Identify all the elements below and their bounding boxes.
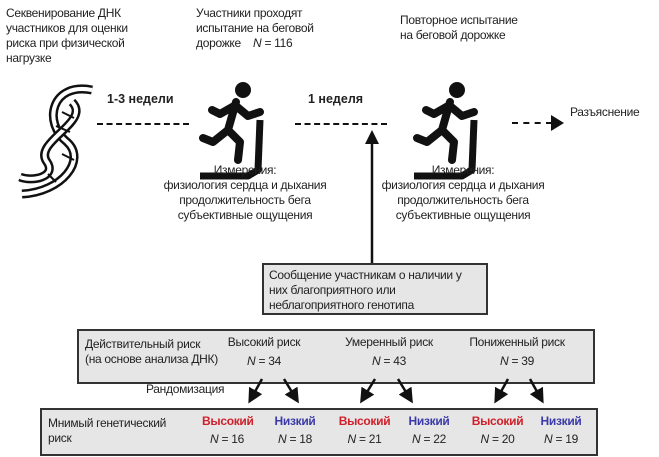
n-label: N <box>500 354 509 368</box>
arrow-up-icon <box>365 130 379 265</box>
text-line: нагрузке <box>6 51 52 65</box>
text-line: Действительный риск <box>85 337 201 351</box>
randomization-label: Рандомизация <box>146 382 225 396</box>
text-line: на беговой дорожке <box>400 28 506 42</box>
arrow-down-right-icon <box>282 378 299 404</box>
interval-label-1: 1-3 недели <box>107 92 174 106</box>
text-line: них благоприятного или <box>269 283 396 297</box>
n-value: = 39 <box>511 354 534 368</box>
dashed-connector <box>97 123 189 125</box>
n-label: N <box>247 354 256 368</box>
step-sequencing-text: Секвенирование ДНК участников для оценки… <box>6 6 128 66</box>
arrow-down-left-icon <box>494 378 510 404</box>
n-value: = 22 <box>423 432 446 446</box>
n-value: = 34 <box>258 354 281 368</box>
n-value: = 21 <box>358 432 382 446</box>
n-value: = 19 <box>555 432 578 446</box>
dashed-connector <box>295 123 387 125</box>
dna-icon <box>18 84 93 199</box>
n-value: = 116 <box>264 36 293 50</box>
n-label: N <box>544 432 553 446</box>
outcome-label: Разъяснение <box>570 105 640 119</box>
actual-risk-label: Действительный риск (на основе анализа Д… <box>85 337 218 367</box>
arrow-down-right-icon <box>528 378 544 404</box>
text-line: Мнимый генетический <box>48 416 167 430</box>
treadmill-runner-icon <box>199 82 264 180</box>
arrow-down-left-icon <box>360 378 377 404</box>
group-name: Пониженный риск <box>469 335 565 349</box>
text-line: неблагоприятного генотипа <box>269 298 414 312</box>
measurement-item: физиология сердца и дыхания <box>381 178 545 192</box>
n-value: = 18 <box>289 432 312 446</box>
group-name: Высокий <box>202 414 254 428</box>
arrow-right-icon <box>551 115 564 131</box>
measurement-item: физиология сердца и дыхания <box>163 178 327 192</box>
measurements-first: Измерения: физиология сердца и дыхания п… <box>150 163 340 223</box>
arrow-down-left-icon <box>248 378 264 404</box>
n-label: N <box>253 36 262 50</box>
dashed-connector <box>512 122 552 124</box>
treadmill-runner-icon <box>413 82 478 180</box>
actual-risk-box: Действительный риск (на основе анализа Д… <box>77 329 595 384</box>
group-name: Умеренный риск <box>345 335 433 349</box>
text-line: риска при физической <box>6 36 125 50</box>
text-line: испытание на беговой <box>196 21 314 35</box>
group-name: Низкий <box>274 414 316 428</box>
n-value: = 20 <box>491 432 515 446</box>
measurement-item: продолжительность бега <box>179 193 311 207</box>
text-line: Участники проходят <box>196 6 303 20</box>
n-label: N <box>480 432 490 446</box>
n-label: N <box>412 432 421 446</box>
measurement-item: субъективные ощущения <box>177 208 313 222</box>
text-line: Повторное испытание <box>400 13 518 27</box>
group-name: Высокий риск <box>227 335 301 349</box>
text-line: (на основе анализа ДНК) <box>85 352 218 366</box>
n-label: N <box>278 432 287 446</box>
n-label: N <box>372 354 381 368</box>
measurement-item: продолжительность бега <box>397 193 529 207</box>
randomization-arrows <box>248 378 544 404</box>
n-value: = 16 <box>221 432 244 446</box>
message-box: Сообщение участникам о наличии у них бла… <box>262 263 488 315</box>
text-line: риск <box>48 431 72 445</box>
group-name: Низкий <box>408 414 450 428</box>
interval-label-2: 1 неделя <box>308 92 364 106</box>
arrow-down-right-icon <box>396 378 413 404</box>
measurements-title: Измерения: <box>213 163 277 177</box>
measurement-item: субъективные ощущения <box>395 208 531 222</box>
step-first-test-text: Участники проходят испытание на беговой … <box>196 6 314 51</box>
group-name: Высокий <box>471 414 524 428</box>
text-line: участников для оценки <box>6 21 128 35</box>
text-line: Сообщение участникам о наличии у <box>269 268 462 282</box>
group-name: Высокий <box>338 414 391 428</box>
measurements-second: Измерения: физиология сердца и дыхания п… <box>368 163 558 223</box>
text-line: дорожке <box>196 36 241 50</box>
measurements-title: Измерения: <box>431 163 495 177</box>
text-line: Секвенирование ДНК <box>6 6 121 20</box>
n-value: = 43 <box>383 354 406 368</box>
step-retest-text: Повторное испытание на беговой дорожке <box>400 13 518 43</box>
n-label: N <box>347 432 357 446</box>
n-label: N <box>210 432 219 446</box>
sham-risk-label: Мнимый генетический риск <box>48 416 166 446</box>
group-name: Низкий <box>540 414 582 428</box>
